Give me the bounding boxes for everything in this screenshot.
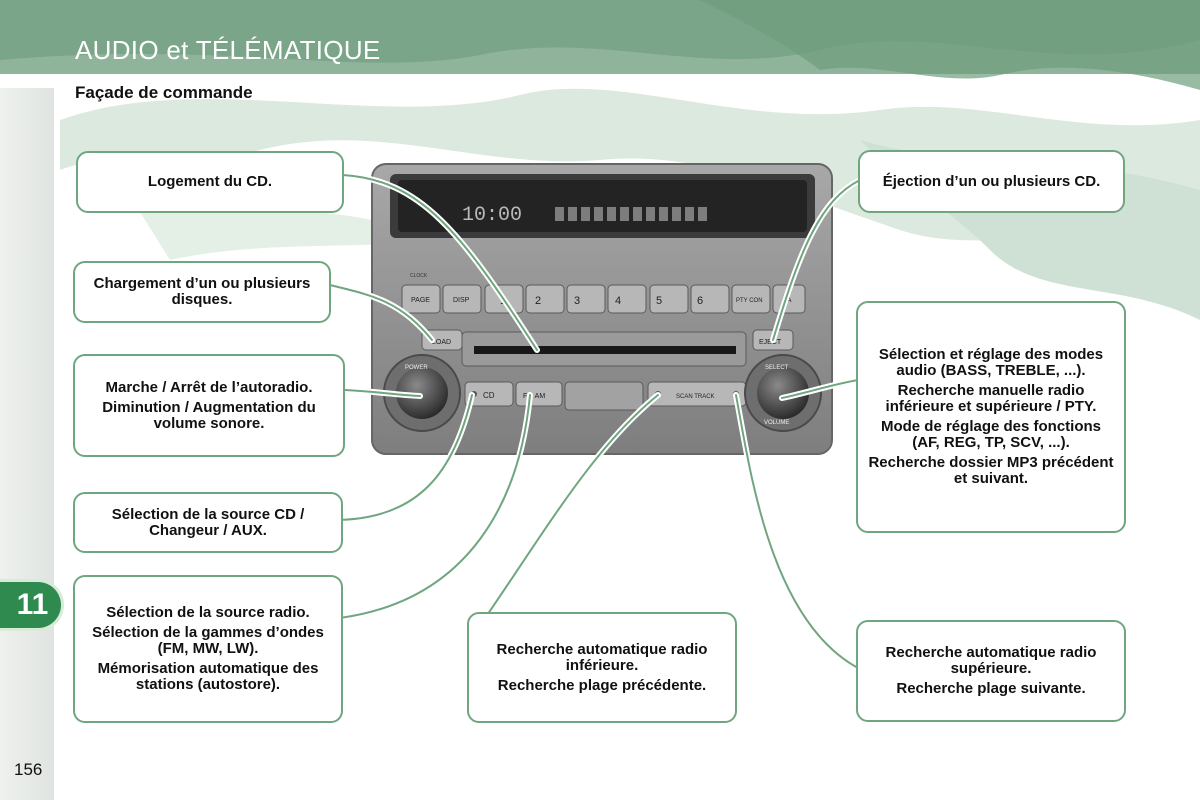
cd-source-label: CD [483, 391, 495, 400]
callout-source-radio: Sélection de la source radio. Sélection … [73, 575, 343, 723]
radio-unit: 10:00 CLOCK PAGE DISP 1 2 3 4 5 6 PTY CO… [371, 163, 833, 455]
preset-1-label: 1 [500, 295, 506, 307]
section-title: Façade de commande [75, 83, 253, 102]
ptycon-label: PTY CON [736, 298, 763, 304]
callout-source-cd: Sélection de la source CD / Changeur / A… [73, 492, 343, 553]
callout-seek-up: Recherche automatique radio supérieure. … [856, 620, 1126, 722]
fm-am-label: FM AM [523, 393, 545, 400]
select-label: SELECT [765, 365, 789, 371]
callout-text: Recherche automatique radio inférieure. [496, 640, 708, 674]
page-number: 156 [14, 760, 43, 779]
callout-text: Logement du CD. [147, 173, 273, 190]
callout-loading: Chargement d’un ou plusieurs disques. [73, 261, 331, 323]
power-label: POWER [405, 365, 428, 371]
preset-3-button[interactable] [566, 284, 606, 314]
blank-button [564, 381, 644, 411]
volume-label: VOLUME [764, 420, 789, 426]
callout-power-volume: Marche / Arrêt de l’autoradio. Diminutio… [73, 354, 345, 457]
callout-text: Diminution / Augmentation du volume sono… [102, 398, 316, 432]
preset-4-button[interactable] [607, 284, 647, 314]
power-volume-knob[interactable] [396, 367, 448, 419]
callout-seek-down: Recherche automatique radio inférieure. … [467, 612, 737, 723]
preset-6-button[interactable] [690, 284, 730, 314]
callout-text: Sélection de la source CD / Changeur / A… [111, 505, 305, 539]
ta-label: TA [783, 297, 792, 304]
callout-text: Mémorisation automatique des stations (a… [97, 660, 319, 693]
disp-button-label: DISP [453, 297, 470, 304]
callout-text: Sélection de la gammes d’ondes (FM, MW, … [92, 624, 324, 657]
cd-slot [474, 346, 736, 354]
display-segments [555, 207, 707, 221]
clock-label: CLOCK [410, 273, 428, 279]
callout-text: Recherche dossier MP3 précédent et suiva… [868, 454, 1114, 487]
callout-cd-slot: Logement du CD. [76, 151, 344, 213]
callout-text: Sélection et réglage des modes audio (BA… [878, 346, 1104, 379]
preset-2-label: 2 [535, 295, 541, 307]
callout-text: Éjection d’un ou plusieurs CD. [882, 172, 1101, 190]
callout-text: Marche / Arrêt de l’autoradio. [105, 378, 313, 396]
preset-3-label: 3 [574, 295, 580, 307]
scan-track-label: SCAN TRACK [676, 394, 715, 400]
callout-text: Recherche automatique radio supérieure. [885, 644, 1097, 677]
page-title: AUDIO et TÉLÉMATIQUE [75, 35, 381, 65]
callout-text: Recherche manuelle radio inférieure et s… [885, 382, 1097, 415]
chapter-tab: 11 [0, 579, 64, 631]
preset-5-button[interactable] [649, 284, 689, 314]
callout-text: Chargement d’un ou plusieurs disques. [93, 275, 311, 308]
load-label: LOAD [432, 339, 451, 346]
preset-5-label: 5 [656, 295, 662, 307]
callout-audio-settings: Sélection et réglage des modes audio (BA… [856, 301, 1126, 533]
callout-text: Sélection de la source radio. [106, 604, 310, 621]
select-knob[interactable] [757, 367, 809, 419]
callout-text: Recherche plage suivante. [896, 680, 1086, 697]
preset-4-label: 4 [615, 295, 621, 307]
eject-label: EJECT [759, 339, 782, 346]
callout-text: Recherche plage précédente. [497, 676, 707, 694]
preset-6-label: 6 [697, 295, 703, 307]
callout-text: Mode de réglage des fonctions (AF, REG, … [880, 418, 1102, 451]
preset-2-button[interactable] [525, 284, 565, 314]
callout-eject: Éjection d’un ou plusieurs CD. [858, 150, 1125, 213]
display-readout: 10:00 [462, 204, 522, 227]
page-button-label: PAGE [411, 297, 430, 304]
